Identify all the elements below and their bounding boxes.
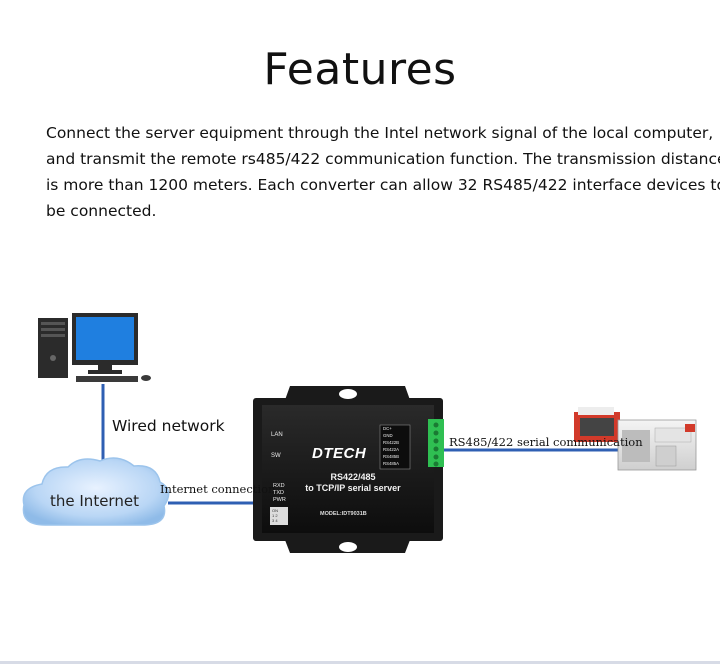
brand-logo: DTECH (312, 445, 367, 462)
dip-label: ON (272, 508, 278, 513)
dip-label: 1 2 (272, 513, 278, 518)
computer-icon (38, 313, 151, 382)
wired-network-label: Wired network (112, 417, 225, 435)
terminal-block (428, 419, 444, 467)
bottom-divider (0, 661, 720, 664)
industrial-machine-icon (574, 407, 697, 471)
terminal-label: GND (383, 433, 393, 438)
description-line: is more than 1200 meters. Each converter… (46, 176, 720, 194)
terminal-label: RS422B (383, 440, 400, 445)
cloud-icon (22, 457, 170, 526)
device-name-line2: to TCP/IP serial server (305, 483, 401, 493)
terminal-label: RS485B (383, 454, 400, 459)
page-title: Features (263, 44, 457, 95)
serial-server-device (253, 386, 444, 553)
description-line: and transmit the remote rs485/422 commun… (46, 150, 720, 168)
port-sw-label: SW (271, 453, 281, 459)
internet-connection-label: Internet connection (160, 482, 276, 496)
device-model: MODEL:IDT9031B (320, 511, 367, 517)
serial-communication-label: RS485/422 serial communication (449, 435, 643, 449)
led-pwr-label: PWR (273, 497, 286, 503)
dip-label: 3 4 (272, 518, 278, 523)
description-line: be connected. (46, 202, 157, 220)
port-lan-label: LAN (271, 432, 283, 438)
terminal-label: RS485A (383, 461, 400, 466)
led-txd-label: TXD (273, 490, 284, 496)
terminal-label: DC+ (383, 426, 392, 431)
internet-label: the Internet (50, 492, 139, 510)
terminal-label: RS422A (383, 447, 400, 452)
feature-description: Connect the server equipment through the… (46, 120, 720, 224)
description-line: Connect the server equipment through the… (46, 124, 714, 142)
device-name-line1: RS422/485 (330, 472, 376, 482)
led-rxd-label: RXD (273, 483, 285, 489)
